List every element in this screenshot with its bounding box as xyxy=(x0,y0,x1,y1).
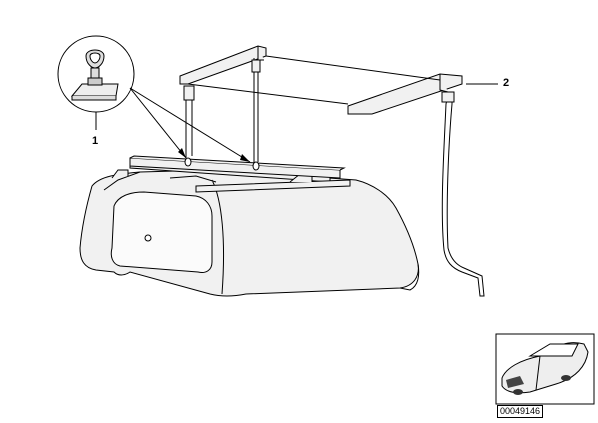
crossbar xyxy=(129,155,346,179)
cord-clamp xyxy=(441,91,455,103)
hoist-frame xyxy=(179,45,463,115)
part-1-detail-bubble xyxy=(57,35,135,130)
callout-2: 2 xyxy=(503,77,510,89)
roof-line xyxy=(103,171,141,191)
hoist-straps xyxy=(183,58,261,164)
pull-cord xyxy=(441,95,485,297)
arrowheads xyxy=(178,148,250,162)
lock-hole xyxy=(144,234,152,242)
thumbnail-code: 00049146 xyxy=(497,405,544,418)
callout-1: 1 xyxy=(92,135,99,147)
strap-hooks xyxy=(184,157,260,171)
vehicle-thumbnail xyxy=(495,333,595,405)
eye-bolt xyxy=(85,49,105,69)
rear-window xyxy=(110,191,213,273)
leader-lines xyxy=(129,83,498,163)
